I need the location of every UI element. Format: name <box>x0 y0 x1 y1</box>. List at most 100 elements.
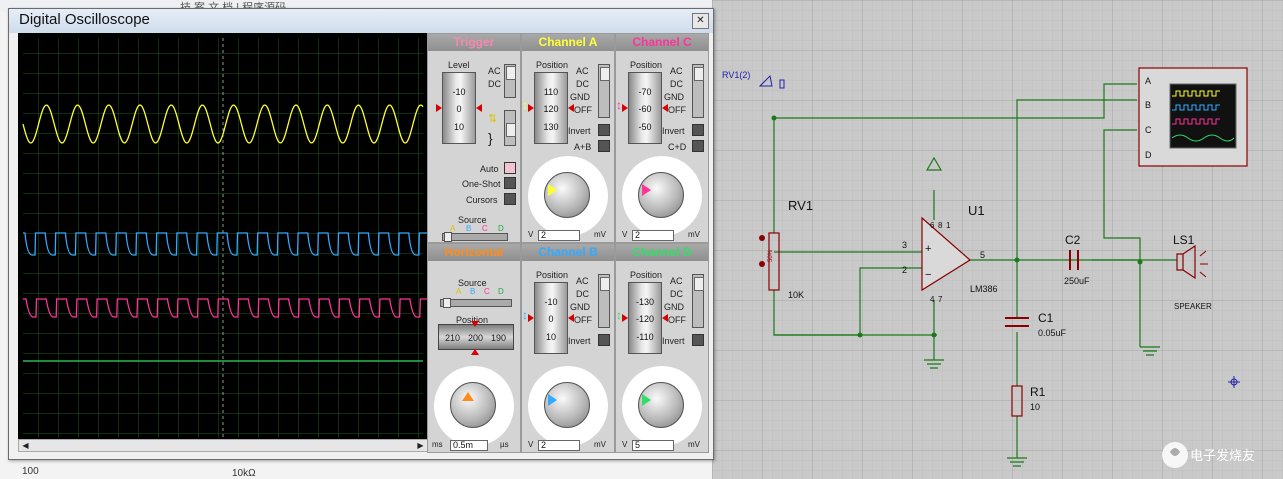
scope-screen[interactable] <box>18 33 428 439</box>
c2-label: C2 <box>1065 233 1081 247</box>
r1-resistor[interactable] <box>1011 385 1023 417</box>
trigger-cursors-label: Cursors <box>466 195 498 205</box>
background-label: 10kΩ <box>232 468 256 479</box>
scroll-right-icon[interactable]: ▶ <box>417 441 424 450</box>
channel-a-combine-button[interactable] <box>598 140 610 152</box>
channel-a-position-marker-icon <box>568 104 574 112</box>
volts-div-pointer-icon <box>548 184 557 196</box>
oscilloscope-window[interactable]: Digital Oscilloscope ✕ ◀ ▶ Trigger Level… <box>8 8 714 460</box>
scope-input-d: D <box>1145 150 1152 160</box>
u1-pin: 6 <box>930 221 935 230</box>
trigger-coupling-switch[interactable] <box>504 64 516 98</box>
trigger-one-shot-button[interactable] <box>504 177 516 189</box>
oscilloscope-symbol-screen <box>1169 83 1237 149</box>
u1-pin: 4 <box>930 295 935 304</box>
channel-d-unit-v: V <box>622 440 628 449</box>
channel-c-coupling-ac: AC <box>670 66 683 76</box>
close-button[interactable]: ✕ <box>692 13 709 29</box>
probe-icon <box>758 74 773 87</box>
c2-capacitor[interactable] <box>1069 250 1079 270</box>
trace-channel-c <box>23 298 427 318</box>
channel-a-coupling-switch[interactable] <box>598 64 610 118</box>
u1-pin: 3 <box>902 240 907 250</box>
channel-b-position-marker-icon <box>528 314 534 322</box>
channel-d-invert-button[interactable] <box>692 334 704 346</box>
channel-c-position-drum[interactable]: -70 -60 -50 <box>628 72 662 144</box>
horizontal-position-drum[interactable]: 210 200 190 <box>438 324 514 350</box>
title-bar[interactable]: Digital Oscilloscope ✕ <box>9 9 713 33</box>
channel-c-position-label: Position <box>630 60 663 70</box>
speaker-sound-icon <box>1199 250 1208 278</box>
channel-d-position-tick: -120 <box>635 314 654 324</box>
channel-a-position-tick: 130 <box>543 122 559 132</box>
channel-b-title: Channel B <box>522 244 614 261</box>
horizontal-position-marker-icon <box>471 321 479 327</box>
scope-horizontal-scrollbar[interactable]: ◀ ▶ <box>18 439 428 452</box>
channel-a-position-drum[interactable]: 110 120 130 <box>534 72 568 144</box>
ls1-part: SPEAKER <box>1174 302 1212 311</box>
channel-d-position-label: Position <box>630 270 663 280</box>
horizontal-position-marker-icon <box>471 349 479 355</box>
channel-a-volts-div-knob[interactable] <box>526 152 612 238</box>
rv1-control-icon[interactable] <box>759 235 765 241</box>
ls1-label: LS1 <box>1173 233 1195 247</box>
channel-a-position-tick: 120 <box>543 104 559 114</box>
horizontal-source-label: Source <box>458 278 487 288</box>
channel-c-volts-div-knob[interactable] <box>620 152 706 238</box>
trigger-auto-button[interactable] <box>504 162 516 174</box>
channel-d-coupling-gnd: GND <box>664 302 684 312</box>
rv1-resistor[interactable] <box>768 232 780 291</box>
u1-opamp[interactable] <box>921 216 972 292</box>
channel-b-panel: Channel B Position -10 0 10 ↕ AC DC GND … <box>521 243 615 453</box>
channel-b-volts-div-knob[interactable] <box>526 362 612 448</box>
u1-pin: 1 <box>946 221 951 230</box>
horizontal-unit-us: µs <box>500 440 509 449</box>
background-label: 100 <box>22 466 39 477</box>
schematic-canvas[interactable]: RV1(2) 50% RV1 10K + − U1 LM386 3 2 5 6 … <box>712 0 1283 479</box>
channel-d-position-drum[interactable]: -130 -120 -110 <box>628 282 662 354</box>
scroll-left-icon[interactable]: ◀ <box>22 441 29 450</box>
schematic-wires <box>773 83 1177 458</box>
channel-b-volts-div-value: 2 <box>538 440 580 451</box>
trigger-panel: Trigger Level -10 0 10 AC DC ⇅ } Auto On… <box>427 33 521 243</box>
trigger-cursors-button[interactable] <box>504 193 516 205</box>
channel-b-invert-label: Invert <box>568 336 591 346</box>
horizontal-timebase-knob[interactable] <box>432 362 518 448</box>
channel-d-coupling-off: OFF <box>668 315 686 325</box>
channel-a-invert-button[interactable] <box>598 124 610 136</box>
trigger-source-c: C <box>482 224 488 233</box>
channel-c-offset-arrow-icon: ↕ <box>616 98 622 112</box>
channel-d-coupling-dc: DC <box>670 289 683 299</box>
rv1-control-icon[interactable] <box>759 261 765 267</box>
c1-capacitor[interactable] <box>1005 317 1029 327</box>
channel-b-position-marker-icon <box>568 314 574 322</box>
channel-c-combine-label: C+D <box>668 142 687 152</box>
channel-a-unit-v: V <box>528 230 534 239</box>
close-icon: ✕ <box>696 15 705 26</box>
channel-c-coupling-switch[interactable] <box>692 64 704 118</box>
channel-b-coupling-switch[interactable] <box>598 274 610 328</box>
trigger-coupling-ac: AC <box>488 66 501 76</box>
channel-d-coupling-switch[interactable] <box>692 274 704 328</box>
u1-plus: + <box>925 243 931 255</box>
volts-div-pointer-icon <box>548 394 557 406</box>
channel-d-volts-div-knob[interactable] <box>620 362 706 448</box>
u1-pin: 5 <box>980 250 985 260</box>
horizontal-source-slider[interactable] <box>440 298 512 308</box>
trigger-level-drum[interactable]: -10 0 10 <box>442 72 476 144</box>
volts-div-pointer-icon <box>642 184 651 196</box>
speaker-icon[interactable] <box>1176 244 1196 280</box>
trigger-edge-switch[interactable] <box>504 110 516 146</box>
channel-c-combine-button[interactable] <box>692 140 704 152</box>
rv1-probe-label: RV1(2) <box>722 70 750 80</box>
channel-c-title: Channel C <box>616 34 708 51</box>
channel-b-position-drum[interactable]: -10 0 10 <box>534 282 568 354</box>
channel-b-invert-button[interactable] <box>598 334 610 346</box>
trace-channel-b <box>23 232 427 256</box>
trigger-source-slider[interactable] <box>442 232 508 242</box>
trigger-level-tick: -10 <box>452 87 466 97</box>
channel-c-invert-button[interactable] <box>692 124 704 136</box>
channel-b-offset-arrow-icon: ↕ <box>522 308 528 322</box>
horizontal-source-b: B <box>470 287 476 296</box>
horizontal-source-a: A <box>456 287 462 296</box>
